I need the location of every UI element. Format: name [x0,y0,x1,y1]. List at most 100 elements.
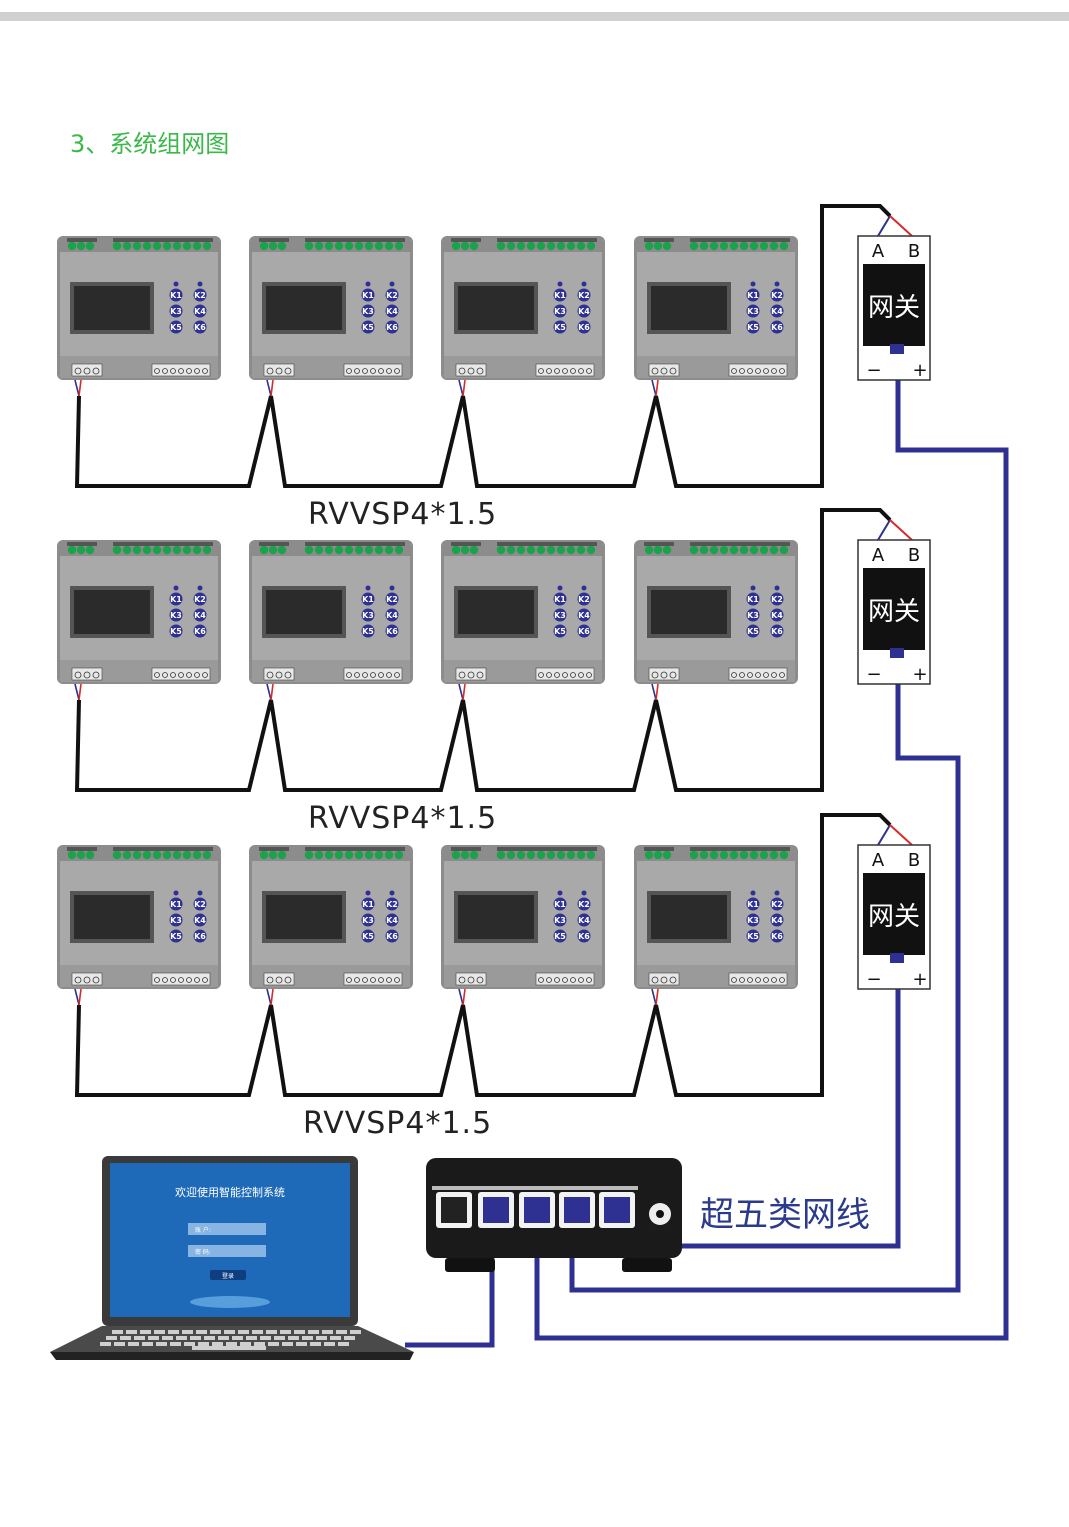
terminal-label-strip [113,542,213,546]
terminal-screw [747,977,753,983]
indicator-led [581,281,587,287]
key-label: K4 [194,916,206,925]
password-field [188,1245,266,1257]
rj45-socket [483,1197,509,1223]
terminal-screw [576,545,586,555]
key-button [553,624,567,638]
bottom-terminal-block [71,667,211,681]
keyboard-key [274,1336,285,1340]
keyboard-key [252,1330,263,1334]
terminal-screw [719,241,729,251]
indicator-led [389,281,395,287]
key-label: K3 [554,611,566,620]
terminal-screw [731,672,737,678]
terminal-screw [162,545,172,555]
terminal-screw [192,241,202,251]
terminal-screw [586,977,592,983]
bottom-terminal-block [455,667,595,681]
lead-wire [889,215,913,237]
lead-wire [78,988,82,1006]
key-label: K5 [747,323,759,332]
keyboard-key [238,1330,249,1334]
key-label: K2 [578,291,590,300]
indicator-led [557,890,563,896]
terminal-label-strip [690,542,790,546]
terminal-screw [314,850,324,860]
keyboard-key [302,1336,313,1340]
key-button [385,288,399,302]
terminal-screw [653,850,663,860]
terminal-screw [370,368,376,374]
terminal-screw [374,241,384,251]
laptop-screen [110,1163,350,1317]
terminal-screw [546,241,556,251]
terminal-screw [362,672,368,678]
bus-terminal [71,667,103,681]
terminal-screw [346,977,352,983]
terminal-screw [731,977,737,983]
key-label: K1 [362,291,374,300]
terminal-screw [92,671,100,679]
keyboard-key [204,1336,215,1340]
terminal-screw [85,850,95,860]
terminal-screw [194,368,200,374]
terminal-screw [779,850,789,860]
terminal-screw [259,850,269,860]
terminal-screw [364,545,374,555]
terminal-screw [112,545,122,555]
username-field [188,1223,266,1235]
terminal-label-strip [67,238,97,242]
key-button [577,320,591,334]
terminal-screw [277,545,287,555]
keyboard-key [344,1336,355,1340]
key-button [169,320,183,334]
key-label: K2 [771,291,783,300]
terminal-screw [268,241,278,251]
top-terminal-block [67,847,213,860]
terminal-screw [578,368,584,374]
terminal-screw [354,850,364,860]
terminal-screw [182,545,192,555]
key-button [746,320,760,334]
lead-wire [889,519,913,541]
terminal-screw [570,977,576,983]
key-label: K4 [578,916,590,925]
terminal-screw [536,545,546,555]
terminal-screw [779,241,789,251]
io-terminal [343,667,403,681]
keyboard-key [190,1336,201,1340]
io-terminal [535,363,595,377]
username-field-label: 账 户: [195,1226,211,1234]
terminal-label-strip [259,238,289,242]
terminal-screw [586,368,592,374]
terminal-minus-label: − [866,360,881,381]
terminal-screw [771,672,777,678]
terminal-screw [476,367,484,375]
terminal-screw [354,241,364,251]
terminal-screw [460,545,470,555]
terminal-minus-label: − [866,969,881,990]
terminal-screw [182,850,192,860]
indicator-led [365,281,371,287]
lead-wire [270,988,274,1006]
terminal-screw [266,976,274,984]
terminal-a-label: A [872,545,885,566]
terminal-screw [709,850,719,860]
keyboard-key [240,1342,251,1346]
key-button [361,320,375,334]
key-button [770,897,784,911]
io-terminal [728,667,788,681]
password-field-label: 密 码: [195,1248,211,1256]
terminal-screw [755,368,761,374]
terminal-screw [651,367,659,375]
terminal-screw [354,368,360,374]
bus-terminal [263,363,295,377]
cable-type-label: RVVSP4*1.5 [308,497,497,532]
keyboard-key [156,1342,167,1346]
top-terminal-block [451,542,597,555]
key-label: K4 [578,307,590,316]
terminal-screw [378,368,384,374]
terminal-screw [771,368,777,374]
terminal-screw [186,672,192,678]
keyboard-key [134,1336,145,1340]
